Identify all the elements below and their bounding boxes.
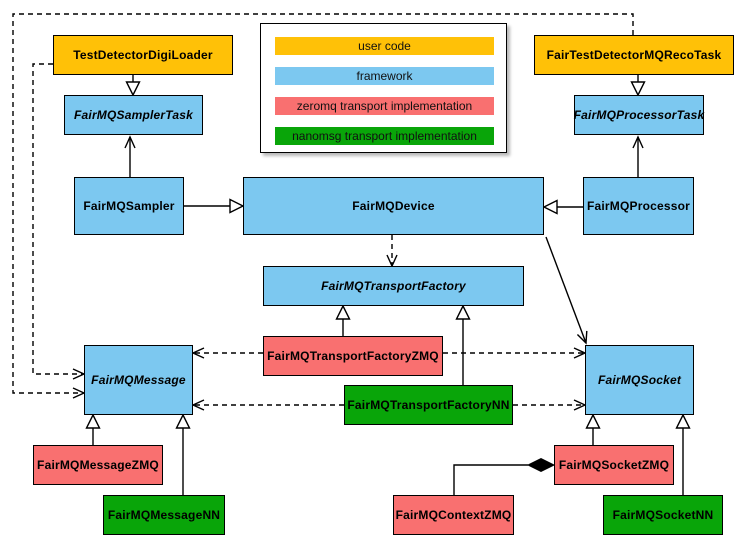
legend-item-zmq: zeromq transport implementation [275,97,494,115]
edge-fairmqtransportfactorynn-creates-fairmqsocket [513,399,587,411]
edge-testdetectordigiloader-inherits-fairmqsamplertask [125,75,141,97]
node-fairmqtransportfactory: FairMQTransportFactory [263,266,524,306]
node-fairmqsocket: FairMQSocket [585,345,694,415]
node-fairmqsocketnn: FairMQSocketNN [603,495,723,535]
edge-fairmqsocketzmq-inherits-fairmqsocket [585,413,601,445]
edge-fairmqsampler-to-fairmqsamplertask [124,135,136,177]
edge-fairmqdevice-to-fairmqsocket [545,236,588,345]
edge-fairmqsocketnn-inherits-fairmqsocket [675,413,691,495]
edge-fairmqcontextzmq-composition-fairmqsocketzmq [453,457,556,495]
edge-fairmqtransportfactoryzmq-creates-fairmqmessage [191,347,263,359]
node-fairtestdetectormqrecotask: FairTestDetectorMQRecoTask [534,35,734,75]
legend-item-user: user code [275,37,494,55]
edge-fairmqsampler-inherits-fairmqdevice [184,198,245,214]
node-fairmqmessagezmq: FairMQMessageZMQ [33,445,163,485]
legend-item-framework: framework [275,67,494,85]
node-fairmqsamplertask: FairMQSamplerTask [64,95,203,135]
node-fairmqsocketzmq: FairMQSocketZMQ [554,445,674,485]
edge-fairmqmessagezmq-inherits-fairmqmessage [85,413,101,445]
node-fairmqprocessortask: FairMQProcessorTask [574,95,704,135]
legend-item-nn: nanomsg transport implementation [275,127,494,145]
node-fairmqcontextzmq: FairMQContextZMQ [393,495,514,535]
edge-fairmqtransportfactorynn-creates-fairmqmessage [191,399,344,411]
edge-fairmqmessagenn-inherits-fairmqmessage [175,413,191,495]
edge-fairmqtransportfactoryzmq-inherits-fairmqtransportfactory [335,304,351,336]
edge-fairmqprocessor-to-fairmqprocessortask [632,135,644,177]
edge-fairtestdetectormqrecotask-inherits-fairmqprocessortask [630,75,646,97]
legend-box: user code framework zeromq transport imple… [260,23,507,153]
node-fairmqdevice: FairMQDevice [243,177,544,235]
edge-fairmqtransportfactorynn-inherits-fairmqtransportfactory [455,304,471,385]
node-fairmqtransportfactorynn: FairMQTransportFactoryNN [344,385,513,425]
node-testdetectordigiloader: TestDetectorDigiLoader [53,35,233,75]
node-fairmqprocessor: FairMQProcessor [583,177,694,235]
edge-fairmqprocessor-inherits-fairmqdevice [542,199,583,215]
edge-fairmqdevice-uses-fairmqtransportfactory [386,235,398,268]
node-fairmqsampler: FairMQSampler [74,177,184,235]
node-fairmqmessage: FairMQMessage [84,345,193,415]
node-fairmqmessagenn: FairMQMessageNN [103,495,225,535]
node-fairmqtransportfactoryzmq: FairMQTransportFactoryZMQ [263,336,443,376]
edge-fairmqtransportfactoryzmq-creates-fairmqsocket [443,347,587,359]
